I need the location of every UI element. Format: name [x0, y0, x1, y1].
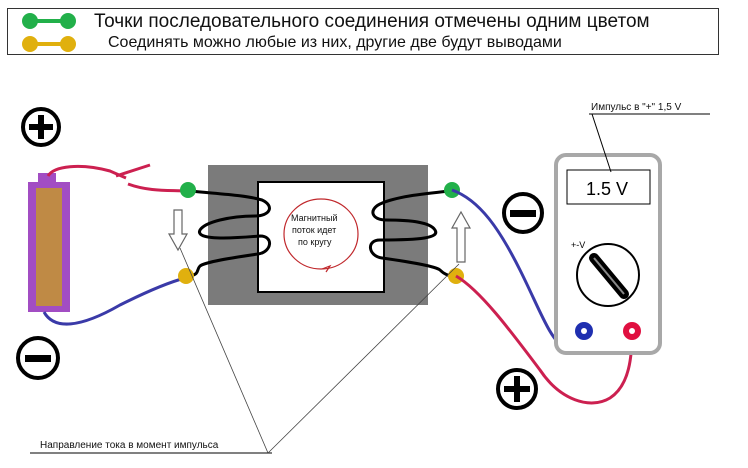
left-coil — [189, 189, 271, 278]
arrow-down-icon — [167, 209, 189, 252]
pulse-annotation-leader — [591, 113, 612, 173]
switch-lever — [115, 163, 151, 178]
battery — [28, 173, 70, 312]
wire-battery-negative — [42, 276, 186, 326]
flux-label-2: поток идет — [292, 225, 336, 235]
legend-green-pair — [22, 13, 76, 29]
transformer-core — [208, 165, 428, 305]
pulse-annotation: Импульс в "+" 1,5 V — [591, 102, 682, 113]
legend-line-1: Точки последовательного соединения отмеч… — [94, 11, 650, 32]
multimeter: 1.5 V +-V — [554, 153, 662, 355]
wire-output-positive — [455, 274, 634, 405]
legend-yellow-pair — [22, 36, 76, 52]
magnetic-flux: Магнитный поток идет по кругу — [283, 198, 359, 273]
wire-switch-to-terminal — [127, 182, 187, 193]
battery-minus-icon — [16, 336, 60, 380]
wire-battery-positive — [46, 165, 127, 180]
battery-plus-icon — [21, 107, 61, 147]
legend-yellow-dot-left — [22, 36, 38, 52]
right-coil — [369, 189, 456, 278]
legend-line-2: Соединять можно любые из них, другие две… — [108, 34, 562, 51]
current-direction-leader-right — [267, 263, 460, 454]
current-direction-leader-left — [179, 247, 269, 454]
meter-display-value: 1.5 V — [586, 179, 628, 199]
output-minus-icon — [502, 192, 544, 234]
meter-display — [566, 169, 651, 205]
legend-green-dot-left — [22, 13, 38, 29]
flux-label-3: по кругу — [298, 237, 332, 247]
current-direction-annotation: Направление тока в момент импульса — [40, 440, 219, 451]
flux-label-1: Магнитный — [291, 213, 337, 223]
arrow-up-icon — [450, 210, 472, 263]
legend-yellow-dot-right — [60, 36, 76, 52]
legend-green-dot-right — [60, 13, 76, 29]
legend-box: Точки последовательного соединения отмеч… — [7, 8, 719, 55]
left-green-terminal — [180, 182, 196, 198]
meter-mode-label: +-V — [571, 240, 585, 250]
output-plus-icon — [496, 368, 538, 410]
